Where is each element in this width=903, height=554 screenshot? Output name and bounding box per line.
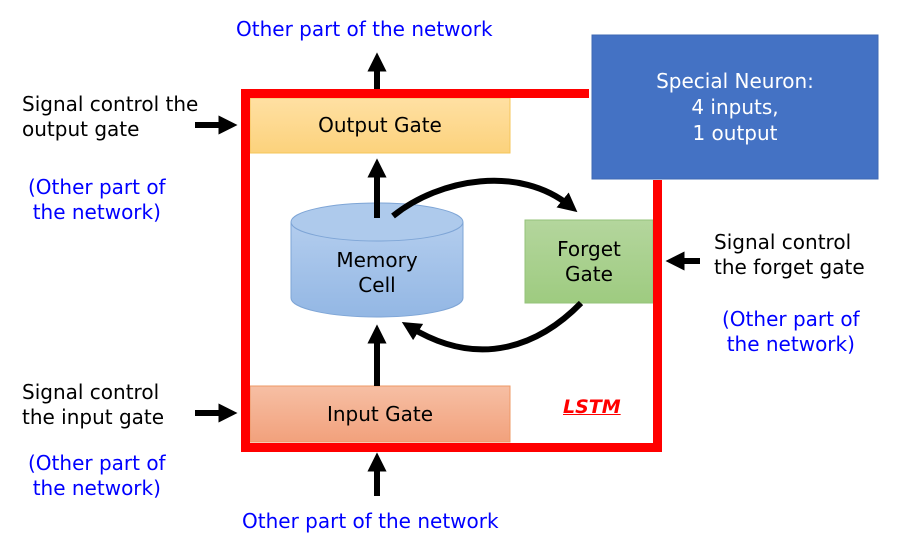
special-neuron-box [591,34,879,180]
lstm-label: LSTM [563,396,621,418]
special-neuron-label: Special Neuron: 4 inputs, 1 output [656,69,814,145]
lstm-frame [241,89,662,452]
input-gate-label: Input Gate [326,401,434,426]
forget-gate-box [524,219,654,304]
signal-forget-gate-label: Signal control the forget gate [714,230,865,279]
signal-forget-gate-source: (Other part of the network) [722,307,860,356]
arrow-cell-to-forget-gate [391,177,578,219]
bottom-input-label: Other part of the network [242,509,499,533]
memory-cell [290,202,464,318]
signal-output-gate-label: Signal control the output gate [22,92,199,141]
memory-cell-label: Memory Cell [336,248,418,297]
signal-input-gate-source: (Other part of the network) [28,451,166,500]
top-output-label: Other part of the network [236,17,493,41]
arrow-forget-gate-to-cell [401,300,584,353]
signal-output-gate-source: (Other part of the network) [28,175,166,224]
forget-gate-label: Forget Gate [557,236,621,286]
signal-input-gate-label: Signal control the input gate [22,380,165,429]
output-gate-box [249,97,511,154]
output-gate-label: Output Gate [318,113,442,137]
